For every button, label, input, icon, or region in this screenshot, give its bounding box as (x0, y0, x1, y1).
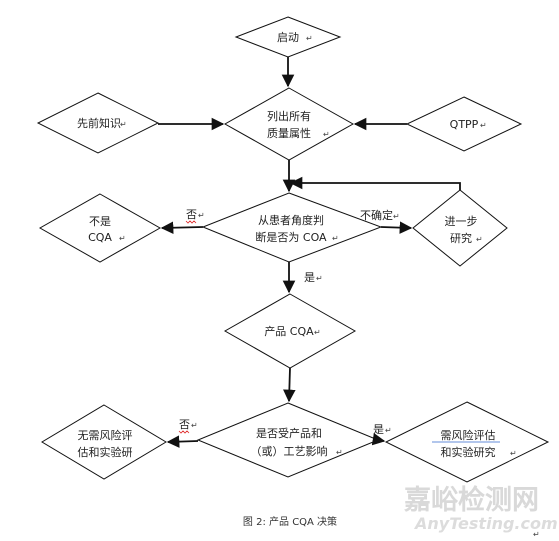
no-risk-label-line1: 无需风险评 (78, 428, 133, 442)
product-cqa-label: 产品 CQA (264, 324, 314, 338)
list-attrs-node (223, 87, 355, 161)
return-mark: ↵ (314, 328, 321, 337)
return-mark: ↵ (332, 234, 339, 243)
edge-product-to-process (283, 367, 296, 403)
spellcheck-squiggles (178, 220, 197, 434)
start-label: 启动 (277, 31, 299, 44)
further-study-label-line1: 进一步 (445, 215, 478, 228)
patient-judge-label-line2: 断是否为 COA (255, 230, 327, 244)
no-risk-label-line2: 估和实验研 (78, 445, 133, 459)
squiggle-no-1 (185, 220, 197, 224)
list-attrs-label-line2: 质量属性 (267, 126, 311, 140)
return-mark: ↵ (510, 449, 517, 458)
edge-label-no-1: 否 (186, 208, 197, 221)
not-cqa-node (38, 193, 162, 263)
return-mark: ↵ (306, 34, 313, 43)
list-attrs-label-line1: 列出所有 (267, 109, 311, 123)
paragraph-marks: ↵ ↵ ↵ ↵ ↵ ↵ ↵ ↵ ↵ ↵ ↵ ↵ ↵ ↵ ↵ ↵ (119, 34, 540, 539)
return-mark: ↵ (476, 235, 483, 244)
edge-process-to-need-risk (371, 432, 386, 446)
return-mark: ↵ (198, 211, 205, 220)
edge-label-no-2: 否 (179, 418, 190, 431)
edge-label-yes-2: 是 (373, 423, 384, 436)
no-risk-node (41, 404, 167, 480)
process-impact-node (196, 402, 380, 478)
watermark: 嘉峪检测网 AnyTesting.com (404, 484, 558, 533)
prior-knowledge-node (36, 92, 160, 154)
watermark-cn: 嘉峪检测网 (404, 484, 539, 516)
return-mark: ↵ (316, 274, 323, 283)
return-mark: ↵ (393, 212, 400, 221)
edge-process-to-no-risk (166, 435, 199, 448)
return-mark: ↵ (480, 121, 487, 130)
edge-study-feedback (289, 176, 461, 190)
not-cqa-label-line1: 不是 (89, 215, 111, 228)
figure-caption: 图 2: 产品 CQA 决策 (243, 515, 337, 528)
prior-knowledge-label: 先前知识 (77, 116, 121, 130)
further-study-label-line2: 研究 (450, 231, 472, 245)
edge-judge-to-not-cqa (160, 221, 204, 235)
process-impact-label-line2: （或）工艺影响 (251, 445, 328, 458)
return-mark: ↵ (385, 426, 392, 435)
connectors (158, 57, 461, 448)
patient-judge-node (201, 192, 383, 263)
need-risk-label-line2: 和实验研究 (441, 445, 496, 459)
not-cqa-label-line2: CQA (88, 231, 112, 244)
edge-judge-to-study (380, 221, 413, 234)
return-mark: ↵ (120, 120, 127, 129)
return-mark: ↵ (336, 448, 343, 457)
return-mark: ↵ (119, 234, 126, 243)
further-study-node (412, 189, 508, 267)
patient-judge-label-line1: 从患者角度判 (258, 213, 324, 227)
need-risk-label-line1: 需风险评估 (441, 428, 496, 442)
process-impact-label-line1: 是否受产品和 (256, 426, 322, 440)
qtpp-node (405, 96, 523, 152)
edge-label-yes-1: 是 (304, 271, 315, 284)
watermark-en: AnyTesting.com (413, 514, 558, 533)
return-mark: ↵ (533, 530, 540, 539)
edge-label-uncertain: 不确定 (360, 208, 393, 222)
qtpp-label: QTPP (450, 118, 479, 131)
squiggle-no-2 (178, 430, 190, 434)
return-mark: ↵ (191, 421, 198, 430)
return-mark: ↵ (323, 130, 330, 139)
